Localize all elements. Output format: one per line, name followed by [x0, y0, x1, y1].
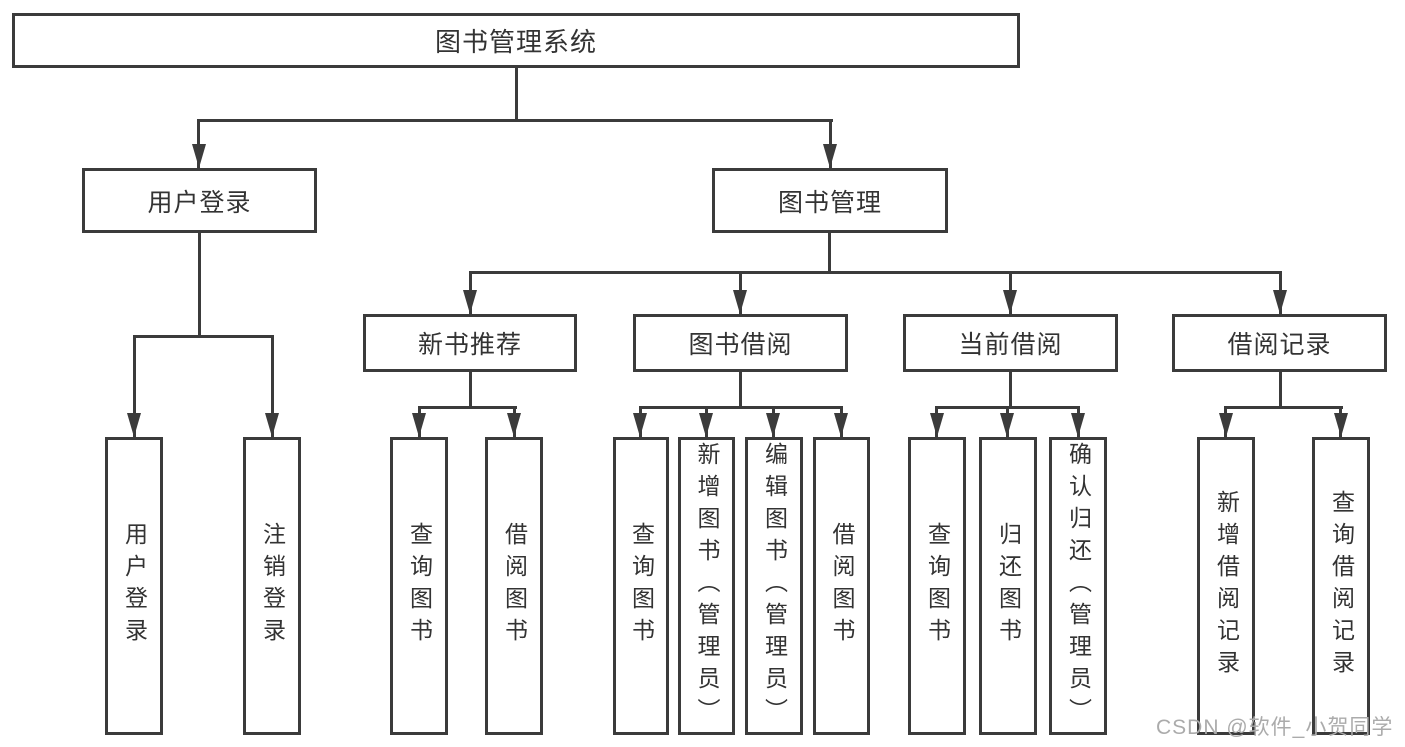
leaf-edit-book-admin-label: 编辑图书（管理员） [761, 442, 788, 730]
arrow-down-icon [766, 413, 780, 437]
leaf-user-login: 用户登录 [105, 437, 163, 735]
leaf-query-books-borrow: 查询图书 [613, 437, 669, 735]
leaf-add-book-admin-label: 新增图书（管理员） [694, 442, 720, 730]
arrow-down-icon [192, 144, 206, 168]
node-book-borrow-label: 图书借阅 [688, 331, 793, 359]
arrow-down-icon [127, 413, 141, 437]
node-root-label: 图书管理系统 [434, 27, 597, 57]
leaf-add-borrow-record: 新增借阅记录 [1197, 437, 1255, 735]
connector-line [739, 372, 742, 409]
leaf-borrow-books-2-label: 借阅图书 [829, 522, 855, 650]
node-user-login-label: 用户登录 [147, 188, 252, 217]
leaf-query-borrow-record: 查询借阅记录 [1312, 437, 1370, 735]
leaf-edit-book-admin: 编辑图书（管理员） [745, 437, 803, 735]
node-book-management: 图书管理 [712, 168, 948, 233]
leaf-confirm-return-admin: 确认归还（管理员） [1049, 437, 1107, 735]
arrow-down-icon [1219, 413, 1233, 437]
node-current-borrow-label: 当前借阅 [958, 331, 1063, 359]
arrow-down-icon [463, 290, 477, 314]
connector-line [1224, 406, 1343, 409]
node-current-borrow: 当前借阅 [903, 314, 1118, 372]
arrow-down-icon [1071, 413, 1085, 437]
connector-line [133, 335, 136, 437]
arrow-down-icon [834, 413, 848, 437]
arrow-down-icon [699, 413, 713, 437]
leaf-query-borrow-record-label: 查询借阅记录 [1328, 490, 1355, 682]
csdn-watermark: CSDN @软件_小贺同学 [1156, 716, 1394, 739]
connector-line [639, 406, 843, 409]
node-borrow-records-label: 借阅记录 [1227, 331, 1332, 359]
arrow-down-icon [412, 413, 426, 437]
leaf-add-book-admin: 新增图书（管理员） [678, 437, 735, 735]
connector-line [469, 271, 1282, 274]
connector-line [469, 372, 472, 409]
node-book-management-label: 图书管理 [777, 188, 882, 217]
connector-line [197, 119, 200, 168]
leaf-user-login-label: 用户登录 [121, 522, 148, 650]
connector-line [829, 119, 832, 168]
arrow-down-icon [1000, 413, 1014, 437]
leaf-borrow-books-2: 借阅图书 [813, 437, 870, 735]
connector-line [197, 119, 833, 122]
connector-line [828, 233, 831, 274]
leaf-query-books-recommend-label: 查询图书 [406, 522, 433, 650]
connector-line [515, 68, 518, 121]
arrow-down-icon [1334, 413, 1348, 437]
node-borrow-records: 借阅记录 [1172, 314, 1387, 372]
arrow-down-icon [507, 413, 521, 437]
leaf-return-books-label: 归还图书 [995, 522, 1022, 650]
leaf-query-books-borrow-label: 查询图书 [628, 522, 655, 650]
connector-line [271, 335, 274, 437]
node-root: 图书管理系统 [12, 13, 1020, 68]
leaf-borrow-books-recommend-label: 借阅图书 [501, 522, 528, 650]
arrow-down-icon [930, 413, 944, 437]
leaf-logout: 注销登录 [243, 437, 301, 735]
leaf-confirm-return-admin-label: 确认归还（管理员） [1065, 442, 1092, 730]
connector-line [198, 233, 201, 337]
connector-line [418, 406, 517, 409]
leaf-return-books: 归还图书 [979, 437, 1037, 735]
arrow-down-icon [1273, 290, 1287, 314]
node-user-login: 用户登录 [82, 168, 317, 233]
connector-line [133, 335, 274, 338]
leaf-query-books-recommend: 查询图书 [390, 437, 448, 735]
leaf-query-books-current-label: 查询图书 [924, 522, 951, 650]
connector-line [1009, 372, 1012, 409]
arrow-down-icon [733, 290, 747, 314]
arrow-down-icon [633, 413, 647, 437]
node-new-book-recommend: 新书推荐 [363, 314, 577, 372]
leaf-add-borrow-record-label: 新增借阅记录 [1213, 490, 1240, 682]
node-book-borrow: 图书借阅 [633, 314, 848, 372]
leaf-logout-label: 注销登录 [259, 522, 286, 650]
leaf-query-books-current: 查询图书 [908, 437, 966, 735]
arrow-down-icon [265, 413, 279, 437]
arrow-down-icon [823, 144, 837, 168]
connector-line [1279, 372, 1282, 409]
arrow-down-icon [1003, 290, 1017, 314]
leaf-borrow-books-recommend: 借阅图书 [485, 437, 543, 735]
node-new-book-recommend-label: 新书推荐 [417, 331, 522, 359]
